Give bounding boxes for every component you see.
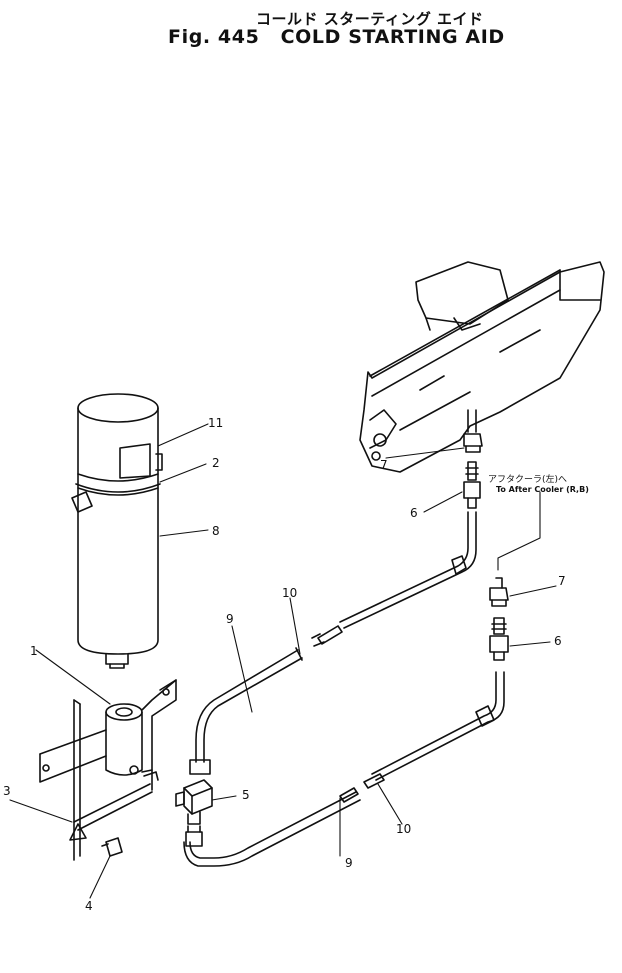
valve-body-bracket	[39, 679, 177, 861]
tube-lower	[183, 671, 505, 867]
callout-7-lower: 7	[558, 574, 566, 588]
destination-note: To After Cooler (R,B)	[496, 485, 589, 494]
adapter-fitting-lower	[489, 577, 509, 607]
sleeve-upper	[317, 625, 343, 645]
callout-3: 3	[3, 784, 11, 798]
callout-6-lower: 6	[554, 634, 562, 648]
callout-9-lower: 9	[345, 856, 353, 870]
callout-7-upper: 7	[380, 458, 388, 472]
figure-name: COLD STARTING AID	[280, 26, 505, 48]
check-valve-upper	[463, 461, 481, 509]
block-fitting	[175, 779, 213, 825]
starting-fluid-canister	[71, 393, 163, 669]
figure-title-japanese: コールド スターティング エイド	[256, 10, 484, 28]
callout-2: 2	[212, 456, 220, 470]
destination-note-japanese: アフタクーラ(左)へ	[488, 475, 568, 485]
adapter-fitting-upper	[463, 409, 483, 453]
intake-manifold	[359, 261, 605, 473]
check-valve-lower	[489, 617, 509, 661]
callout-4: 4	[85, 899, 93, 913]
figure-title: Fig. 445 COLD STARTING AID	[168, 26, 519, 48]
callout-6-upper: 6	[410, 506, 418, 520]
sleeve-lower	[339, 773, 385, 803]
callout-11: 11	[208, 416, 224, 430]
tube-upper	[189, 511, 477, 775]
callout-10-lower: 10	[396, 822, 412, 836]
callout-9-upper: 9	[226, 612, 234, 626]
callout-10-upper: 10	[282, 586, 298, 600]
callout-1: 1	[30, 644, 38, 658]
leader-lines	[9, 423, 557, 899]
callout-5: 5	[242, 788, 250, 802]
figure-number: Fig. 445	[168, 26, 260, 48]
bolt	[101, 837, 123, 857]
callout-8: 8	[212, 524, 220, 538]
